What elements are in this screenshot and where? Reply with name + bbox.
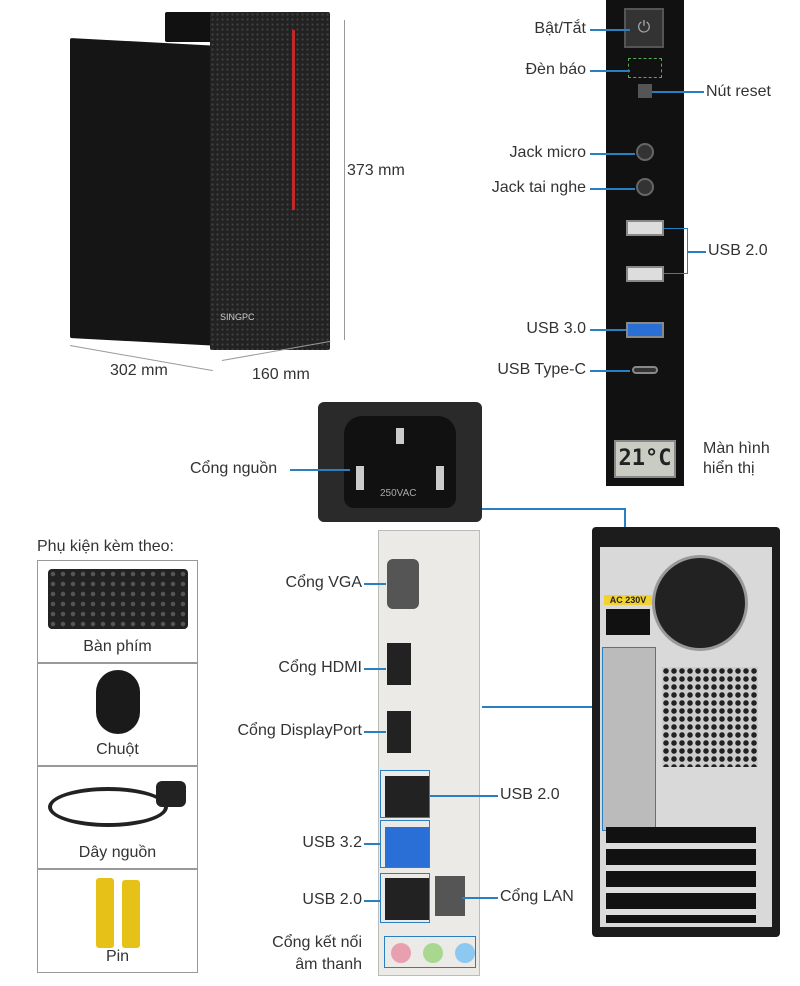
label-usb2-rear-top: USB 2.0 [500,786,560,803]
accessory-keyboard: Bàn phím [37,560,198,663]
pc-tower-image: SINGPC [70,12,340,352]
label-mic: Jack micro [509,144,586,161]
reset-button [638,84,652,98]
accessories-title: Phụ kiện kèm theo: [37,538,174,555]
label-display-line1: Màn hình [703,440,770,457]
mic-jack [636,143,654,161]
lan-port [435,876,465,916]
accessory-label: Bàn phím [83,638,152,655]
label-hdmi: Cổng HDMI [278,659,362,676]
power-rating: 250VAC [380,488,417,499]
keyboard-icon [48,569,188,629]
led-indicator [628,58,662,78]
label-usb2-rear-bottom: USB 2.0 [302,891,362,908]
label-lan: Cổng LAN [500,888,574,905]
label-led: Đèn báo [525,61,587,78]
power-button: ⏻ [624,8,664,48]
lcd-display: 21°C [614,440,676,478]
label-reset: Nút reset [706,83,771,100]
accessory-label: Dây nguồn [78,844,157,861]
label-display: Màn hình hiển thị [703,439,770,479]
label-headphone: Jack tai nghe [491,179,586,196]
label-typec: USB Type-C [497,361,586,378]
power-cable-icon [48,787,168,827]
depth-dimension: 302 mm [110,362,168,379]
accessory-label: Chuột [96,741,139,758]
rear-tower-image: AC 230V [592,527,780,937]
label-audio-line2: âm thanh [295,956,362,973]
label-usb3-front: USB 3.0 [526,320,586,337]
front-panel-image: ⏻ 21°C [606,0,684,486]
mouse-icon [96,670,140,734]
label-audio-line1: Cổng kết nối [272,934,362,951]
label-power-port: Cổng nguồn [190,460,278,477]
label-display-line2: hiển thị [703,460,755,477]
vga-port [387,559,419,609]
label-usb32: USB 3.2 [302,834,362,851]
tower-front [210,12,330,350]
headphone-jack [636,178,654,196]
power-port-image: 250VAC [318,402,482,522]
psu-label: AC 230V [604,595,652,605]
accessory-power-cable: Dây nguồn [37,766,198,869]
label-vga: Cổng VGA [285,574,362,591]
accessory-mouse: Chuột [37,663,198,766]
height-dimension: 373 mm [347,162,405,179]
width-dimension: 160 mm [252,366,310,383]
accessory-battery: Pin [37,869,198,973]
label-usb2-front: USB 2.0 [708,242,768,259]
battery-icon [122,880,140,948]
battery-icon [96,878,114,948]
fan [652,555,748,651]
hdmi-port [387,643,411,685]
brand-logo: SINGPC [220,312,255,322]
accessory-label: Pin [105,948,130,965]
label-displayport: Cổng DisplayPort [237,722,363,739]
displayport-port [387,711,411,753]
label-audio: Cổng kết nối âm thanh [272,932,362,976]
label-power: Bật/Tắt [534,20,586,37]
